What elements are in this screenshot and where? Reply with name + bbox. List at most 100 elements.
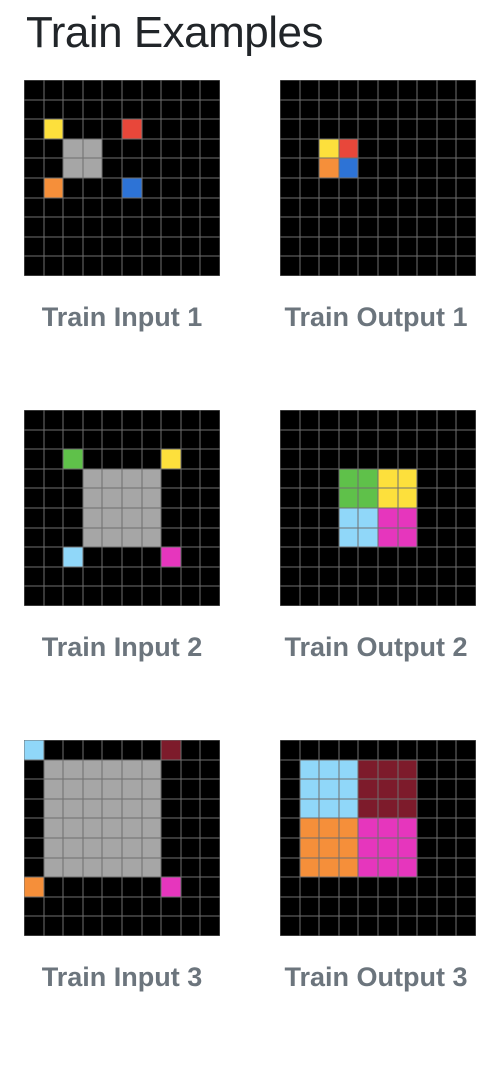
grid-cell — [43, 488, 64, 508]
grid-cell — [436, 488, 457, 508]
grid-cell — [397, 818, 418, 838]
grid-cell — [338, 508, 359, 528]
grid-cell — [358, 527, 378, 548]
grid-cell — [456, 857, 476, 878]
grid-cell — [417, 158, 437, 178]
grid-cell — [338, 779, 359, 799]
grid-cell — [161, 429, 181, 450]
grid-cell — [63, 468, 83, 489]
grid-cell — [397, 488, 418, 508]
grid-cell — [43, 197, 64, 218]
grid-cell — [24, 488, 44, 508]
grid-cell — [161, 138, 181, 159]
grid-cell — [141, 798, 162, 819]
grid-cell — [180, 488, 201, 508]
grid-cell — [141, 896, 162, 917]
grid-cell — [102, 779, 122, 799]
grid-cell — [200, 857, 220, 878]
grid-cell — [358, 759, 378, 780]
grid-cell — [358, 857, 378, 878]
grid-cell — [456, 779, 476, 799]
grid-cell — [280, 429, 300, 450]
grid-cell — [338, 877, 359, 897]
grid-cell — [397, 798, 418, 819]
grid-cell — [456, 818, 476, 838]
grid-cell — [102, 759, 122, 780]
grid-cell — [319, 586, 339, 606]
grid-cell — [24, 896, 44, 917]
grid-cell — [436, 838, 457, 858]
grid-cell — [24, 838, 44, 858]
grid-cell — [200, 547, 220, 567]
grid-cell — [456, 99, 476, 120]
grid-cell — [299, 158, 320, 178]
grid-cell — [280, 99, 300, 120]
grid-cell — [417, 740, 437, 760]
grid-cell — [180, 449, 201, 469]
grid-cell — [417, 586, 437, 606]
grid-cell — [358, 740, 378, 760]
grid-cell — [43, 916, 64, 936]
grid-cell — [43, 740, 64, 760]
grid-cell — [397, 740, 418, 760]
grid-cell — [180, 857, 201, 878]
grid-cell — [338, 429, 359, 450]
grid-cell — [200, 759, 220, 780]
grid-cell — [200, 798, 220, 819]
grid-cell — [82, 119, 103, 139]
grid-cell — [63, 449, 83, 469]
grid-cell — [456, 138, 476, 159]
grid-cell — [161, 857, 181, 878]
grid-cell — [82, 217, 103, 237]
train-output-panel: Train Output 2 — [254, 410, 498, 668]
grid-cell — [436, 916, 457, 936]
grid-cell — [319, 119, 339, 139]
grid-cell — [299, 740, 320, 760]
grid-cell — [417, 99, 437, 120]
grid-cell — [122, 217, 142, 237]
grid-cell — [417, 449, 437, 469]
grid-cell — [456, 488, 476, 508]
grid-cell — [24, 449, 44, 469]
grid-cell — [141, 236, 162, 257]
grid-cell — [397, 449, 418, 469]
grid-cell — [338, 740, 359, 760]
grid-cell — [82, 759, 103, 780]
grid-cell — [82, 99, 103, 120]
grid-cell — [180, 468, 201, 489]
grid-cell — [417, 857, 437, 878]
grid-cell — [102, 138, 122, 159]
grid-cell — [397, 410, 418, 430]
grid-cell — [456, 916, 476, 936]
grid-cell — [436, 197, 457, 218]
grid-cell — [280, 256, 300, 276]
grid-cell — [299, 80, 320, 100]
grid-cell — [280, 138, 300, 159]
grid-cell — [122, 256, 142, 276]
grid-cell — [378, 449, 398, 469]
grid-cell — [397, 80, 418, 100]
grid-cell — [358, 838, 378, 858]
grid-cell — [122, 779, 142, 799]
grid-cell — [122, 527, 142, 548]
grid-cell — [180, 99, 201, 120]
grid-cell — [319, 877, 339, 897]
grid-cell — [161, 217, 181, 237]
grid-cell — [417, 80, 437, 100]
grid-cell — [299, 508, 320, 528]
grid-cell — [280, 547, 300, 567]
grid-cell — [280, 798, 300, 819]
grid-cell — [397, 838, 418, 858]
grid-cell — [63, 158, 83, 178]
grid-cell — [299, 857, 320, 878]
grid-cell — [280, 818, 300, 838]
grid-cell — [102, 838, 122, 858]
output-grid — [280, 740, 476, 936]
grid-cell — [102, 217, 122, 237]
grid-cell — [200, 586, 220, 606]
grid-cell — [319, 197, 339, 218]
grid-cell — [24, 877, 44, 897]
grid-cell — [338, 197, 359, 218]
grid-cell — [82, 838, 103, 858]
grid-cell — [141, 818, 162, 838]
